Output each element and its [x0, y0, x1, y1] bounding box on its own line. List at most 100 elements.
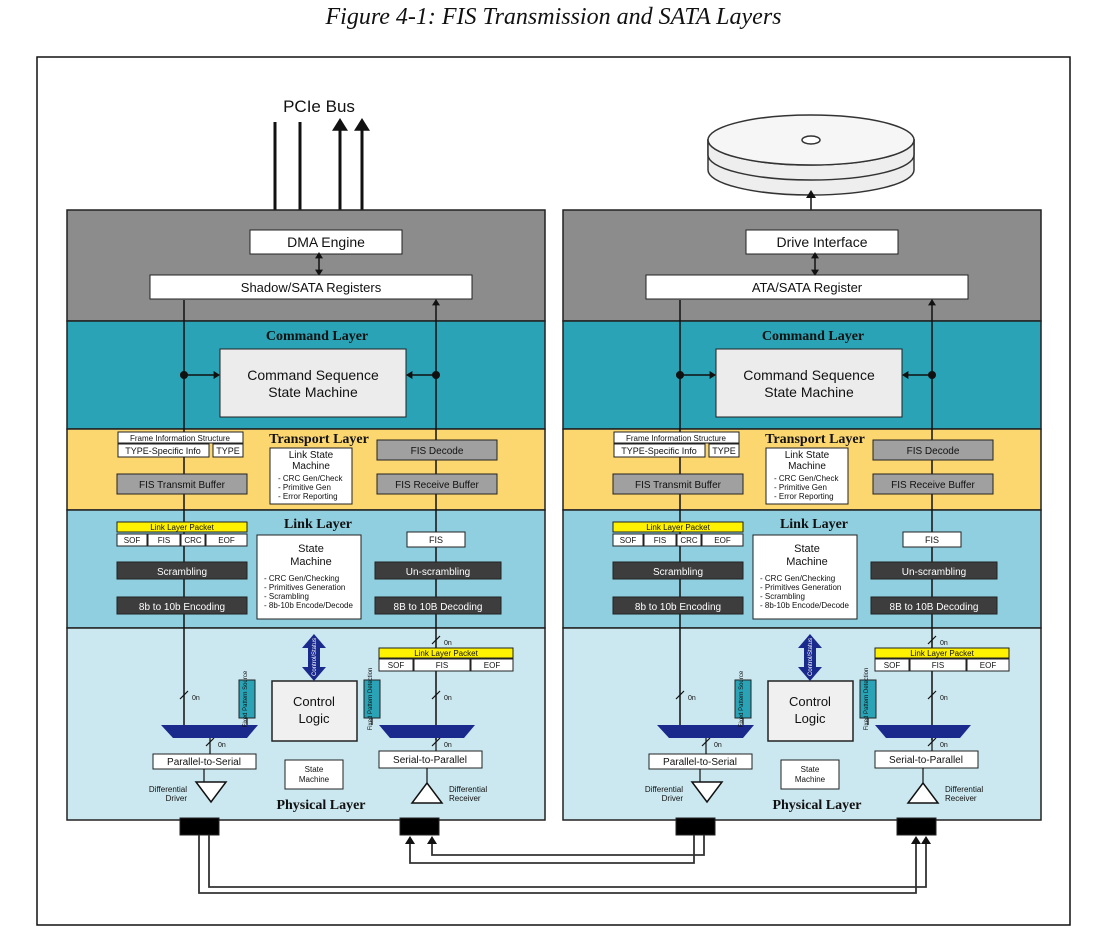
device-physical-title: Physical Layer [772, 798, 861, 813]
host-link-sm-item: - 8b-10b Encode/Decode [264, 601, 354, 610]
host-command-sm-line2: State Machine [268, 384, 358, 400]
device-transport-sm-title1: Link State [785, 450, 830, 461]
host-rx-mux [379, 725, 475, 738]
host-p2s-label: Parallel-to-Serial [167, 757, 241, 768]
host-control-status-bus [302, 634, 326, 681]
host-link-field-label: SOF [124, 536, 141, 545]
device-control-logic-box [767, 680, 854, 742]
host-link-packet-header [116, 521, 248, 533]
host-fixed-pattern-source-label: Fixed Pattern Source [243, 670, 249, 727]
host-tx-connector [179, 817, 220, 836]
host-top-box [249, 229, 403, 255]
host-to-device-link [198, 835, 917, 894]
host-type-specific-box [117, 443, 210, 458]
host-transmit-buffer-label: FIS Transmit Buffer [139, 480, 226, 491]
device-control-logic-line1: Control [789, 694, 831, 709]
device-scrambling-label: Scrambling [653, 567, 703, 578]
device-encoding-label: 8b to 10b Encoding [635, 602, 721, 613]
host-control-logic-box [271, 680, 358, 742]
device-diff-driver [690, 781, 724, 804]
host-registers-label: Shadow/SATA Registers [241, 280, 382, 295]
device-control-logic-line2: Logic [794, 711, 826, 726]
device-transport-sm-item: - CRC Gen/Check [774, 474, 839, 483]
device-s2p-label: Serial-to-Parallel [889, 755, 963, 766]
host-fis-decode-label: FIS Decode [411, 446, 464, 457]
device-rx-arrow-top [928, 299, 936, 306]
device-fis-decode-box [872, 439, 994, 461]
device-top-arrow-up [811, 252, 819, 259]
host-link-packet-title: Link Layer Packet [150, 523, 214, 532]
device-transport-title: Transport Layer [765, 432, 865, 447]
pcie-up-arrow [354, 118, 370, 131]
host-rx-connector [399, 817, 440, 836]
host-link-field-label: EOF [218, 536, 235, 545]
host-fixed-pattern-detect-label: Fixed Pattern Detection [368, 668, 374, 731]
device-transport-sm-item: - Error Reporting [774, 492, 834, 501]
device-width-label: 0n [940, 695, 948, 702]
host-phy-field-label: SOF [388, 661, 405, 670]
device-to-host-link [431, 835, 705, 856]
host-unscrambling-box [374, 561, 502, 580]
device-phy-state-line1: State [801, 765, 820, 774]
host-transport-sm-item: - CRC Gen/Check [278, 474, 343, 483]
device-link-field-box [612, 533, 644, 547]
device-s2p-box [874, 750, 979, 769]
host-diff-receiver-label1: Differential [449, 785, 487, 794]
device-rx-connector [896, 817, 937, 836]
host-link-sm-box [256, 534, 362, 620]
device-diff-receiver-label1: Differential [945, 785, 983, 794]
host-width-slash [431, 690, 441, 700]
host-diff-driver [194, 781, 228, 804]
host-top-box-label: DMA Engine [287, 234, 365, 250]
device-phy-field-box [966, 658, 1010, 672]
device-link-field-box [701, 533, 744, 547]
device-link-sm-item: - Primitives Generation [760, 583, 841, 592]
device-top-box-label: Drive Interface [776, 234, 867, 250]
device-control-status-label: Control/Status [808, 638, 814, 676]
device-tx-connector [675, 817, 716, 836]
device-receive-buffer [872, 473, 994, 495]
host-diff-receiver-label2: Receiver [449, 794, 481, 803]
host-phy-state-line1: State [305, 765, 324, 774]
device-transmit-buffer-label: FIS Transmit Buffer [635, 480, 722, 491]
host-rx-arrow [405, 836, 415, 844]
host-registers-box [149, 274, 473, 300]
device-rx-arrow [911, 836, 921, 844]
host-top-section [66, 209, 546, 322]
device-rx-mux [875, 725, 971, 738]
host-transmit-buffer [116, 473, 248, 495]
host-command-sm-line1: Command Sequence [247, 367, 379, 383]
device-to-host-link [409, 835, 695, 864]
device-tx-mux [657, 725, 754, 738]
disk-up-arrow [806, 190, 816, 198]
device-receive-buffer-label: FIS Receive Buffer [891, 480, 975, 491]
device-fis-decode-label: FIS Decode [907, 446, 960, 457]
device-link-sm-item: - 8b-10b Encode/Decode [760, 601, 850, 610]
host-width-slash [431, 635, 441, 645]
device-rx-arrow [921, 836, 931, 844]
device-command-title: Command Layer [762, 329, 864, 344]
device-unscrambling-box [870, 561, 998, 580]
device-transport-sm-title2: Machine [788, 461, 826, 472]
host-control-status-label: Control/Status [312, 638, 318, 676]
device-phy-state-box [780, 759, 840, 790]
device-p2s-label: Parallel-to-Serial [663, 757, 737, 768]
device-link-field-label: CRC [680, 536, 698, 545]
host-link-field-label: FIS [158, 536, 170, 545]
device-link-fis-label: FIS [925, 535, 939, 545]
host-phy-field-label: EOF [484, 661, 501, 670]
device-link-fis-box [902, 531, 962, 548]
host-phy-field-label: FIS [436, 661, 448, 670]
device-phy-packet-header [874, 647, 1010, 659]
device-link-sm-title2: Machine [786, 556, 828, 568]
host-phy-field-box [470, 658, 514, 672]
host-cmd-arrow-rx [406, 371, 413, 379]
host-width-label: 0n [218, 742, 226, 749]
host-phy-field-box [378, 658, 414, 672]
host-cmd-arrow-sm [213, 371, 220, 379]
device-link-sm-item: - CRC Gen/Checking [760, 574, 835, 583]
host-transport-sm-item: - Primitive Gen [278, 483, 331, 492]
device-diff-receiver [906, 781, 940, 804]
host-link-field-label: CRC [184, 536, 202, 545]
device-command-sm-line1: Command Sequence [743, 367, 875, 383]
